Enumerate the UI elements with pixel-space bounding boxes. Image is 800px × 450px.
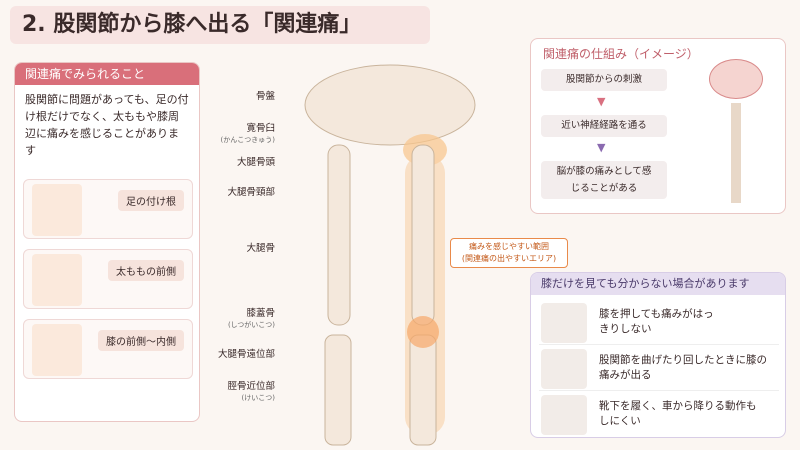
label-acetabulum: 寛骨臼(かんこつきゅう) <box>220 123 275 144</box>
label-femur: 大腿骨 <box>246 243 275 254</box>
label-pelvis: 骨盤 <box>255 91 275 102</box>
car-exit-icon <box>541 395 587 435</box>
thumb-icon <box>32 324 82 376</box>
card-tag: 膝の前側〜内側 <box>98 330 184 351</box>
label-femoral-head: 大腿骨頭 <box>236 157 275 168</box>
flow-step-1: 股関節からの刺激 <box>541 69 667 91</box>
leg-bend-icon <box>541 349 587 389</box>
card-groin: 足の付け根 <box>23 179 193 239</box>
card-tag: 太ももの前側 <box>108 260 184 281</box>
thumb-icon <box>32 184 82 236</box>
label-patella: 膝蓋骨(しつがいこつ) <box>227 308 275 329</box>
card-knee: 膝の前側〜内側 <box>23 319 193 379</box>
label-femoral-neck: 大腿骨頸部 <box>227 187 275 198</box>
flow-step-3: 脳が膝の痛みとして感じることがある <box>541 161 667 199</box>
knee-panel: 膝だけを見ても分からない場合があります 膝を押しても痛みがはっきりしない 股関節… <box>530 272 786 438</box>
left-desc: 股関節に問題があっても、足の付け根だけでなく、太ももや膝周辺に痛みを感じることが… <box>25 93 189 157</box>
flow-step-2: 近い神経経路を通る <box>541 115 667 137</box>
left-panel: 関連痛でみられること 股関節に問題があっても、足の付け根だけでなく、太ももや膝周… <box>14 62 200 422</box>
arrow-down-icon: ▼ <box>597 141 606 154</box>
card-tag: 足の付け根 <box>118 190 184 211</box>
spine-icon <box>731 103 741 203</box>
skeleton-illustration <box>304 64 476 446</box>
mechanism-header: 関連痛の仕組み（イメージ） <box>543 47 699 61</box>
left-header: 関連痛でみられること <box>15 63 199 85</box>
mechanism-panel: 関連痛の仕組み（イメージ） 股関節からの刺激 ▼ 近い神経経路を通る ▼ 脳が膝… <box>530 38 786 214</box>
arrow-down-icon: ▼ <box>597 95 606 108</box>
thumb-icon <box>32 254 82 306</box>
list-item: 股関節を曲げたり回したときに膝の痛みが出る <box>539 347 779 391</box>
knee-press-icon <box>541 303 587 343</box>
list-item: 靴下を履く、車から降りる動作もしにくい <box>539 393 779 437</box>
label-tibia: 脛骨近位部(けいこつ) <box>227 381 275 402</box>
page-title: 2. 股関節から膝へ出る「関連痛」 <box>10 6 430 44</box>
knee-header: 膝だけを見ても分からない場合があります <box>531 273 785 295</box>
pain-area-callout: 痛みを感じやすい範囲(関連痛の出やすいエリア) <box>450 238 568 268</box>
card-thigh: 太ももの前側 <box>23 249 193 309</box>
brain-icon <box>709 59 763 99</box>
label-distal-femur: 大腿骨遠位部 <box>217 349 275 360</box>
list-item: 膝を押しても痛みがはっきりしない <box>539 301 779 345</box>
